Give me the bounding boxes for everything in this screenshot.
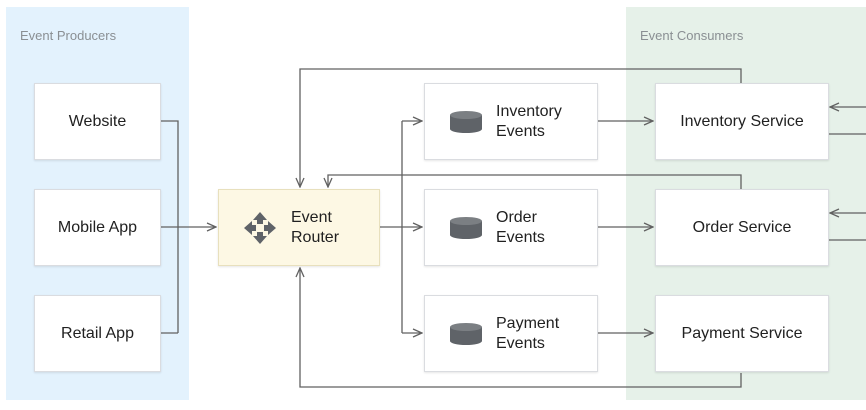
feedback-order-service xyxy=(328,174,742,189)
inventory-events-line2: Events xyxy=(496,122,545,140)
producer-mobile-app-label: Mobile App xyxy=(57,218,138,236)
event-router: Event Router xyxy=(218,189,380,266)
database-icon xyxy=(450,322,482,345)
consumer-payment-service: Payment Service xyxy=(655,295,829,372)
move-arrows-icon xyxy=(244,211,276,244)
order-events-line1: Order xyxy=(496,208,537,226)
event-router-label-line1: Event xyxy=(291,208,332,226)
producer-retail-app: Retail App xyxy=(34,295,161,372)
consumer-order-service: Order Service xyxy=(655,189,829,266)
inventory-events-line1: Inventory xyxy=(496,102,562,120)
inventory-events-label: Inventory Events xyxy=(496,102,562,142)
payment-events-line2: Events xyxy=(496,334,545,352)
database-icon xyxy=(450,110,482,133)
payment-service-label: Payment Service xyxy=(681,324,803,342)
producers-group-label: Event Producers xyxy=(20,28,117,43)
producer-website-label: Website xyxy=(68,112,127,130)
inventory-events-store: Inventory Events xyxy=(424,83,598,160)
payment-events-store: Payment Events xyxy=(424,295,598,372)
payment-events-line1: Payment xyxy=(496,314,560,332)
order-events-store: Order Events xyxy=(424,189,598,266)
inventory-service-label: Inventory Service xyxy=(680,112,804,130)
feedback-payment-service xyxy=(300,268,742,388)
consumers-group-label: Event Consumers xyxy=(640,28,744,43)
database-icon xyxy=(450,216,482,239)
connector-website-to-router xyxy=(161,120,179,333)
feedback-inventory-service xyxy=(300,68,742,187)
event-router-label: Event Router xyxy=(291,208,339,248)
producer-website: Website xyxy=(34,83,161,160)
producer-retail-app-label: Retail App xyxy=(61,324,134,342)
order-service-label: Order Service xyxy=(692,218,792,236)
order-events-line2: Events xyxy=(496,228,545,246)
event-router-label-line2: Router xyxy=(291,228,340,246)
payment-events-label: Payment Events xyxy=(496,314,559,354)
consumer-inventory-service: Inventory Service xyxy=(655,83,829,160)
producer-mobile-app: Mobile App xyxy=(34,189,161,266)
order-events-label: Order Events xyxy=(496,208,545,248)
